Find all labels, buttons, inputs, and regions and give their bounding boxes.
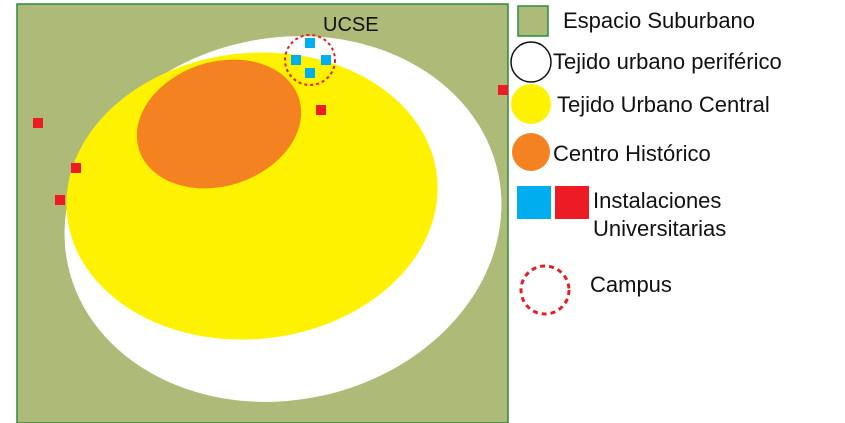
university-site-red xyxy=(33,118,43,128)
legend-label-historic: Centro Histórico xyxy=(553,141,711,166)
legend-label-central: Tejido Urbano Central xyxy=(557,92,770,117)
legend-label-peripheral: Tejido urbano periférico xyxy=(553,49,782,74)
legend-swatch-peripheral xyxy=(510,41,552,83)
historic-center-area xyxy=(136,59,302,189)
university-site-blue xyxy=(305,38,315,48)
legend-label-suburban: Espacio Suburbano xyxy=(563,8,756,33)
legend-label-campus: Campus xyxy=(590,272,672,297)
university-site-blue xyxy=(291,55,301,65)
university-site-red xyxy=(316,105,326,115)
legend-swatch-central xyxy=(511,84,551,124)
legend-swatch-campus xyxy=(519,264,571,316)
legend-swatch-university-red xyxy=(555,186,589,219)
university-site-red xyxy=(71,163,81,173)
university-site-red xyxy=(55,195,65,205)
campus-ring xyxy=(284,34,336,86)
campus-label: UCSE xyxy=(323,14,379,36)
university-site-red xyxy=(498,85,508,95)
legend-swatch-historic xyxy=(512,133,550,171)
legend-label-university-line1: Instalaciones xyxy=(593,188,722,213)
legend-label-university-line2: Universitarias xyxy=(593,216,727,241)
university-site-blue xyxy=(305,68,315,78)
legend-swatch-university-blue xyxy=(517,186,551,219)
legend-swatch-suburban xyxy=(517,5,549,37)
university-site-blue xyxy=(321,55,331,65)
